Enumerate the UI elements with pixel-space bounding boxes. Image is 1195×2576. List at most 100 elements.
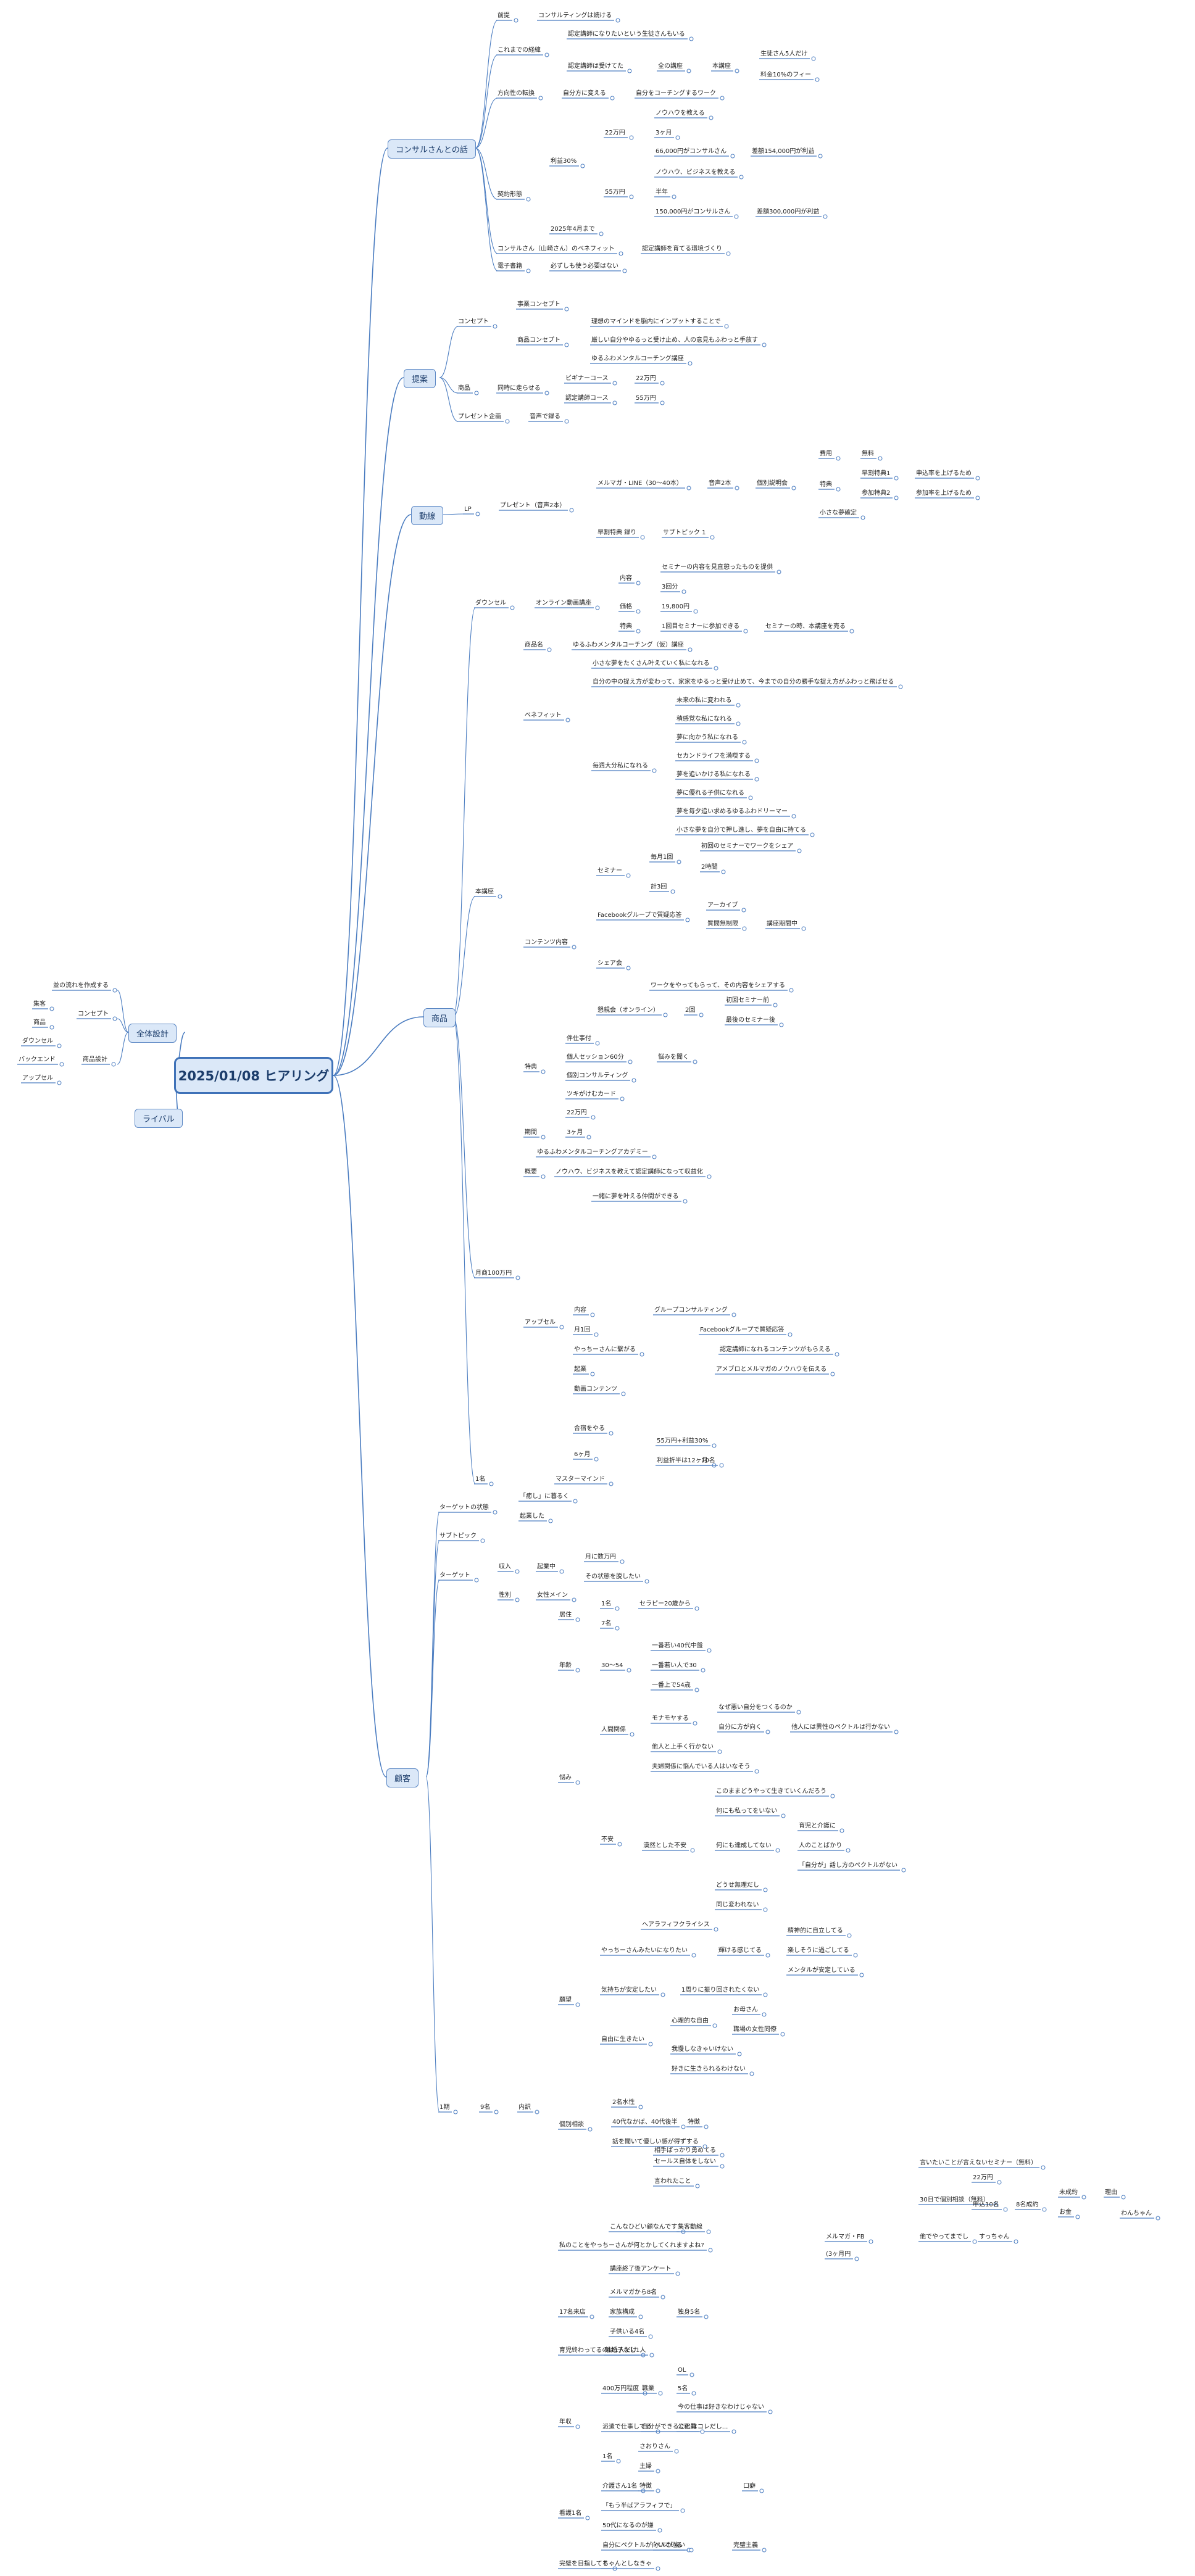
node[interactable]: 3ヶ月	[656, 130, 672, 136]
node[interactable]: こんなひどい顧なんです	[610, 2224, 678, 2230]
node[interactable]: ワークをやってもらって、その内容をシェアする	[651, 982, 785, 989]
node[interactable]: 職場の女性同僚	[733, 2026, 777, 2033]
node[interactable]: ノウハウを教える	[656, 110, 705, 117]
node[interactable]: 個別相談	[559, 2121, 584, 2128]
node[interactable]: 公務員	[678, 2424, 696, 2430]
node[interactable]: 毎月1回	[651, 854, 673, 861]
node[interactable]: 早割特典 録り	[598, 529, 637, 536]
node[interactable]: 何にも達成してない	[716, 1842, 772, 1849]
node[interactable]: 申込10名	[973, 2201, 999, 2208]
node[interactable]: 6ヶ月	[574, 1451, 591, 1458]
node[interactable]: 初回のセミナーでワークをシェア	[701, 843, 794, 850]
node[interactable]: 好きに生きられるわけない	[672, 2066, 746, 2073]
node[interactable]: 契約形態	[498, 191, 522, 198]
node[interactable]: 2時間	[701, 864, 718, 871]
node[interactable]: 私のことをやっちーさんが何とかしてくれますよね?	[559, 2242, 704, 2249]
node[interactable]: ダウンセル	[22, 1038, 53, 1045]
node[interactable]: コンセプト	[78, 1011, 109, 1017]
node[interactable]: 収入	[499, 1563, 511, 1570]
node[interactable]: 認定講師になりたいという生徒さんもいる	[568, 31, 685, 38]
node[interactable]: プレゼント（音声2本）	[500, 502, 566, 509]
node[interactable]: 初回セミナー前	[726, 997, 769, 1004]
node[interactable]: お母さん	[733, 2007, 758, 2013]
node[interactable]: 内訳	[518, 2104, 531, 2111]
node[interactable]: 特典	[525, 1064, 537, 1071]
node[interactable]: 10名	[701, 1457, 715, 1464]
node[interactable]: 独身5名	[678, 2309, 701, 2316]
node[interactable]: 悩みを聞く	[658, 1054, 689, 1061]
node[interactable]: バックエンド	[19, 1056, 56, 1063]
node[interactable]: 3回分	[662, 584, 678, 590]
node[interactable]: 看護1名	[559, 2510, 582, 2517]
node[interactable]: 差額154,000円が利益	[752, 148, 815, 155]
node[interactable]: 起業	[574, 1366, 586, 1373]
node[interactable]: 育児と介護に	[799, 1823, 836, 1829]
node[interactable]: 人間関係	[601, 1726, 626, 1733]
node[interactable]: 特典	[820, 481, 832, 488]
node[interactable]: 毎週大分私になれる	[593, 763, 648, 769]
node[interactable]: 音声で録る	[530, 413, 560, 420]
node[interactable]: 話を聞いて優しい感が得ずする	[612, 2139, 699, 2145]
node[interactable]: 本講座	[712, 63, 731, 70]
node[interactable]: ノウハウ、ビジネスを教えて認定講師になって収益化	[556, 1169, 703, 1175]
node[interactable]: マスターマインド	[556, 1476, 605, 1483]
node[interactable]: LP	[464, 506, 472, 513]
node[interactable]: 費用	[820, 450, 832, 457]
node[interactable]: 小さな夢を自分で押し進し、夢を自由に持てる	[677, 827, 806, 834]
node[interactable]: やっちーさんに繋がる	[574, 1346, 636, 1353]
node[interactable]: 40代なかば、40代後半	[612, 2119, 678, 2126]
node[interactable]: ゆるふわメンタルコーチング講座	[591, 355, 684, 362]
node[interactable]: 自分方に変える	[563, 90, 606, 97]
node[interactable]: 「もう半ばアラフィフで」	[602, 2503, 677, 2509]
node[interactable]: 他でやってまでし	[920, 2234, 968, 2240]
node[interactable]: セミナー	[598, 868, 622, 874]
node[interactable]: 輝ける感じてる	[718, 1947, 762, 1954]
node[interactable]: コンサルティングは続ける	[538, 12, 612, 19]
node[interactable]: 必ずしも使う必要はない	[551, 263, 618, 270]
node[interactable]: 不安	[601, 1836, 614, 1843]
node[interactable]: 個人セッション60分	[567, 1054, 624, 1061]
node[interactable]: 離婚子なし1人	[605, 2347, 646, 2354]
node[interactable]: 質問無制限	[707, 921, 738, 927]
node[interactable]: コンセプト	[458, 318, 489, 325]
node[interactable]: 他人と上手く行かない	[652, 1744, 714, 1750]
node[interactable]: グループコンサルティング	[654, 1307, 728, 1314]
node[interactable]: アーカイブ	[707, 902, 738, 909]
node[interactable]: コンテンツ内容	[525, 939, 568, 946]
node[interactable]: 1回目セミナーに参加できる	[662, 623, 740, 630]
node[interactable]: 主婦	[639, 2463, 652, 2470]
node[interactable]: 商品	[458, 385, 470, 392]
node[interactable]: 夢に優れる子供になれる	[677, 790, 744, 797]
node[interactable]: (3ヶ月円	[826, 2251, 851, 2258]
node[interactable]: 居住	[559, 1612, 572, 1618]
node[interactable]: メンタルが安定している	[788, 1967, 856, 1974]
node[interactable]: ビギナーコース	[565, 375, 609, 382]
node[interactable]: 無料	[862, 450, 874, 457]
node[interactable]: セミナーの時、本講座を売る	[765, 623, 846, 630]
node[interactable]: 特徴	[688, 2119, 700, 2126]
branch-rival[interactable]: ライバル	[135, 1109, 183, 1128]
node[interactable]: すっちゃん	[979, 2234, 1010, 2240]
node[interactable]: わんちゃん	[1121, 2210, 1152, 2217]
node[interactable]: 夢を毎夕追い求めるゆるふわドリーマー	[677, 808, 788, 815]
node[interactable]: 差額300,000円が利益	[757, 209, 820, 215]
node[interactable]: 1名	[602, 2453, 613, 2460]
node[interactable]: メルマガから8名	[610, 2289, 657, 2296]
node[interactable]: 集客	[33, 1001, 46, 1008]
node[interactable]: 22万円	[567, 1109, 587, 1116]
node[interactable]: 一番上で54歳	[652, 1682, 691, 1689]
node[interactable]: 育児終わってるのは1人だけ	[559, 2347, 637, 2354]
node[interactable]: 夢を追いかける私になれる	[677, 771, 751, 778]
node[interactable]: ヘアラフィフクライシス	[642, 1921, 710, 1928]
branch-proposal[interactable]: 提案	[404, 369, 436, 388]
node[interactable]: 自由に生きたい	[601, 2036, 644, 2043]
node[interactable]: 55万円	[636, 395, 656, 402]
node[interactable]: 人のことばかり	[799, 1842, 843, 1849]
node[interactable]: ちゃんとしなきゃ	[602, 2561, 652, 2567]
node[interactable]: アップセル	[525, 1319, 556, 1326]
node[interactable]: 派遣で仕事してる	[602, 2424, 652, 2430]
node[interactable]: 一番若い人で30	[652, 1662, 697, 1669]
node[interactable]: 30日で個別相談（無料）	[920, 2197, 989, 2203]
node[interactable]: 自分の中の捉え方が変わって、家家をゆるっと受け止めて、今までの自分の勝手な捉え方…	[593, 679, 894, 685]
node[interactable]: 自分に方が向く	[718, 1724, 762, 1731]
